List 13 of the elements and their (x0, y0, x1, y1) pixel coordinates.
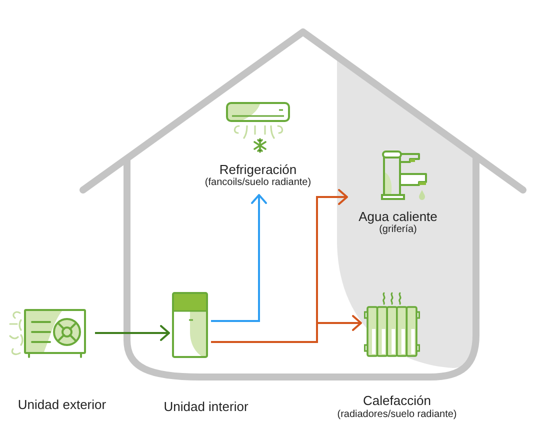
node-caption: Calefacción (363, 393, 431, 408)
radiator-icon (364, 291, 420, 358)
node-caption: Unidad exterior (18, 397, 106, 412)
arrow (211, 194, 267, 322)
arrow (95, 325, 170, 341)
indoor-unit-icon (172, 292, 208, 358)
caption-subtitle: (radiadores/suelo radiante) (337, 409, 457, 421)
node-title: Agua caliente (358, 209, 438, 224)
node-caption: Unidad interior (164, 399, 248, 414)
node-subtitle: (fancoils/suelo radiante) (204, 177, 312, 189)
node-title: Refrigeración (219, 162, 297, 177)
node-subtitle: (grifería) (379, 224, 417, 236)
arrow (211, 315, 362, 343)
